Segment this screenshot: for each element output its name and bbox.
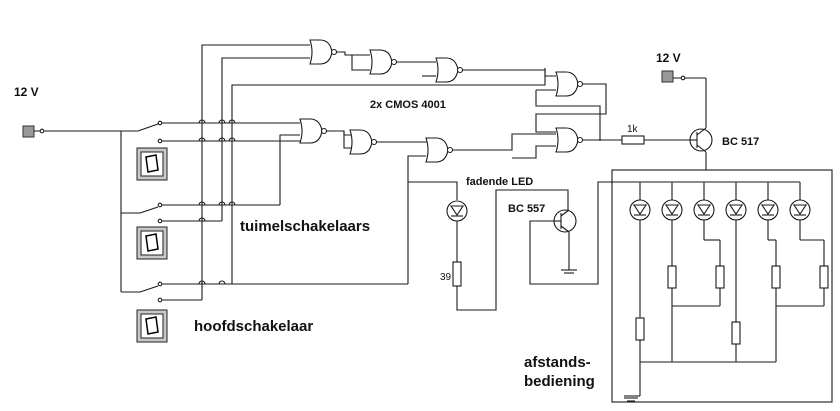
toggle-switch-icon-1	[136, 147, 168, 181]
led-3	[693, 182, 725, 306]
led-6	[789, 182, 829, 306]
remote-control-box	[611, 169, 833, 403]
ic-label: 2x CMOS 4001	[370, 99, 446, 111]
nor-gate-8	[512, 127, 622, 159]
led-2	[661, 182, 683, 362]
led-5	[757, 182, 781, 362]
nor-gate-1	[309, 39, 370, 71]
transistor-bc557	[529, 181, 706, 285]
supply-terminal-right	[661, 70, 706, 83]
pnp-label: BC 557	[508, 203, 545, 215]
transistor-bc517	[689, 78, 713, 170]
resistor-1k-label: 1k	[627, 124, 639, 135]
supply-label-right: 12 V	[656, 51, 681, 65]
gate-feed-wires	[198, 44, 546, 300]
nor-gate-2	[369, 49, 436, 75]
nor-gate-4	[535, 71, 607, 141]
led-row	[624, 182, 829, 402]
main-switch-icon	[136, 309, 168, 343]
fading-led-branch	[408, 181, 569, 311]
nor-gate-5	[299, 118, 352, 149]
led-4	[725, 182, 747, 362]
fading-led-label: fadende LED	[466, 176, 533, 188]
nor-gate-3	[422, 57, 556, 83]
toggle-switches-label: tuimelschakelaars	[240, 218, 370, 235]
switch-bus	[120, 131, 140, 293]
main-switch-label: hoofdschakelaar	[194, 318, 313, 335]
toggle-switch-2	[139, 202, 280, 224]
nor-gate-7	[407, 133, 556, 284]
main-switch	[139, 281, 408, 303]
toggle-switch-icon-2	[136, 226, 168, 260]
nor-gate-6	[349, 129, 428, 155]
toggle-switch-1	[137, 120, 300, 144]
remote-label-line1: afstands-	[524, 354, 591, 371]
resistor-39-label: 39	[440, 272, 452, 283]
resistor-1k	[621, 135, 690, 145]
supply-label-left: 12 V	[14, 85, 39, 99]
led-1	[629, 182, 651, 396]
npn-label: BC 517	[722, 136, 759, 148]
remote-label-line2: bediening	[524, 373, 595, 390]
